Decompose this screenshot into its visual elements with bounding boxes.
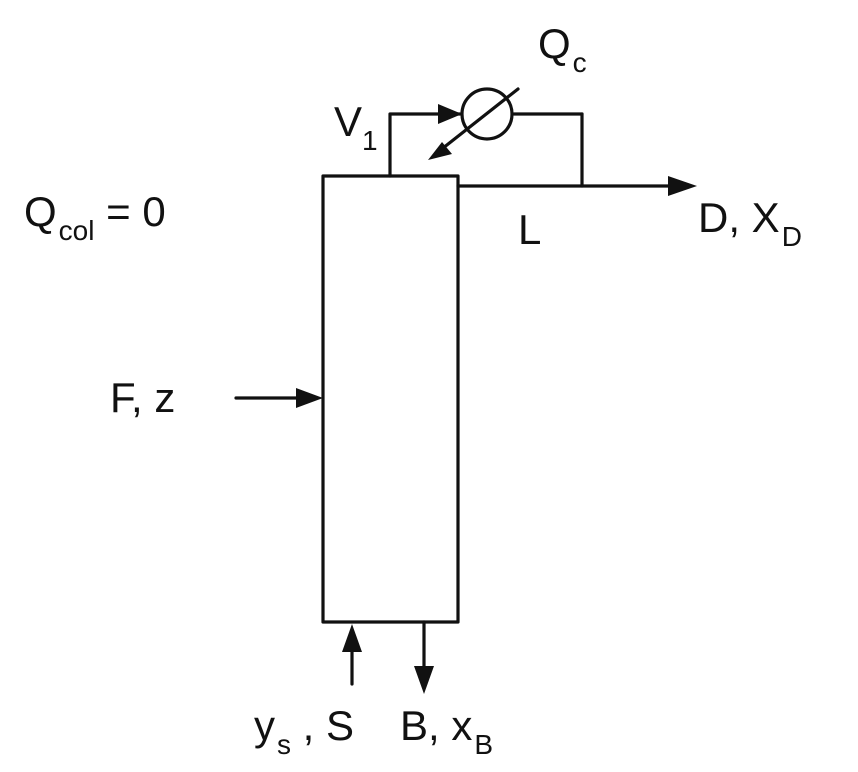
column-body — [321, 174, 460, 624]
condenser-duty-arrowhead — [428, 142, 452, 160]
condenser-duty-label: Qc — [538, 20, 587, 78]
distillate-label: D, XD — [698, 194, 802, 252]
overhead-loop — [388, 112, 462, 178]
steam-arrowhead — [342, 624, 362, 652]
distillate-arrowhead — [668, 176, 697, 196]
vapor-arrowhead — [438, 104, 462, 124]
feed-arrowhead — [296, 388, 323, 408]
bottoms-arrowhead — [414, 666, 434, 694]
condenser-duty-arrow-line — [436, 87, 520, 154]
vapor-top-label: V1 — [334, 98, 378, 156]
column-heat-label: Qcol = 0 — [24, 188, 166, 246]
reflux-label: L — [518, 206, 541, 253]
feed-label: F, z — [110, 374, 175, 421]
bottoms-label: B, xB — [400, 702, 493, 760]
steam-label: ys , S — [254, 702, 354, 760]
